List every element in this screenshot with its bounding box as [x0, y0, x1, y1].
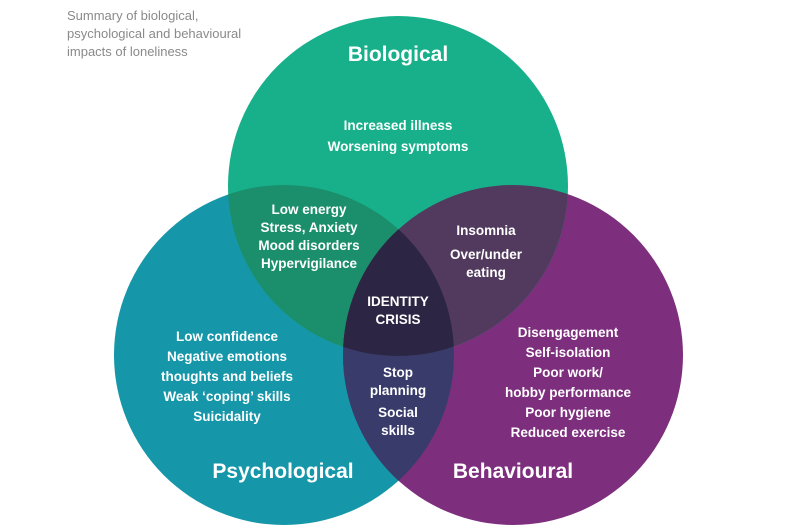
center-items: IDENTITY CRISIS — [367, 293, 429, 329]
psychological-title: Psychological — [212, 460, 354, 483]
list-item: Hypervigilance — [260, 256, 358, 271]
center-overlap — [343, 185, 454, 356]
list-item: Mood disorders — [258, 238, 360, 253]
list-item: Social — [378, 405, 418, 420]
caption-line: Summary of biological, — [67, 8, 199, 23]
list-item: skills — [381, 423, 415, 438]
psych-behav-items: Stop planning Social skills — [370, 364, 426, 440]
list-item: eating — [466, 265, 506, 280]
behavioural-title: Behavioural — [452, 460, 574, 483]
list-item: planning — [369, 383, 427, 398]
list-item: Worsening symptoms — [327, 139, 469, 154]
bio-psych-items: Low energy Stress, Anxiety Mood disorder… — [258, 201, 359, 273]
caption-line: impacts of loneliness — [67, 44, 188, 59]
list-item: Stress, Anxiety — [260, 220, 358, 235]
biological-title: Biological — [347, 43, 449, 66]
list-item: Low energy — [271, 202, 347, 217]
list-item: Stop — [383, 365, 413, 380]
list-item: Self-isolation — [525, 345, 611, 360]
biological-items: Increased illness Worsening symptoms — [328, 115, 469, 157]
list-item: Disengagement — [517, 325, 619, 340]
center-label: CRISIS — [375, 312, 421, 327]
list-item: Increased illness — [343, 118, 453, 133]
list-item: Suicidality — [193, 409, 261, 424]
behavioural-items: Disengagement Self-isolation Poor work/ … — [505, 323, 631, 443]
center-label: IDENTITY — [367, 294, 429, 309]
list-item: thoughts and beliefs — [160, 369, 294, 384]
list-item: Insomnia — [456, 223, 516, 238]
list-item: Poor hygiene — [525, 405, 611, 420]
bio-behav-items: Insomnia Over/under eating — [450, 222, 522, 282]
list-item: Poor work/ — [533, 365, 603, 380]
list-item: Low confidence — [175, 329, 279, 344]
list-item: Over/under — [449, 247, 523, 262]
caption-line: psychological and behavioural — [67, 26, 242, 41]
figure-caption: Summary of biological, psychological and… — [67, 7, 287, 61]
psychological-items: Low confidence Negative emotions thought… — [161, 327, 293, 427]
list-item: Negative emotions — [166, 349, 288, 364]
list-item: hobby performance — [504, 385, 632, 400]
list-item: Reduced exercise — [510, 425, 626, 440]
list-item: Weak ‘coping’ skills — [163, 389, 291, 404]
